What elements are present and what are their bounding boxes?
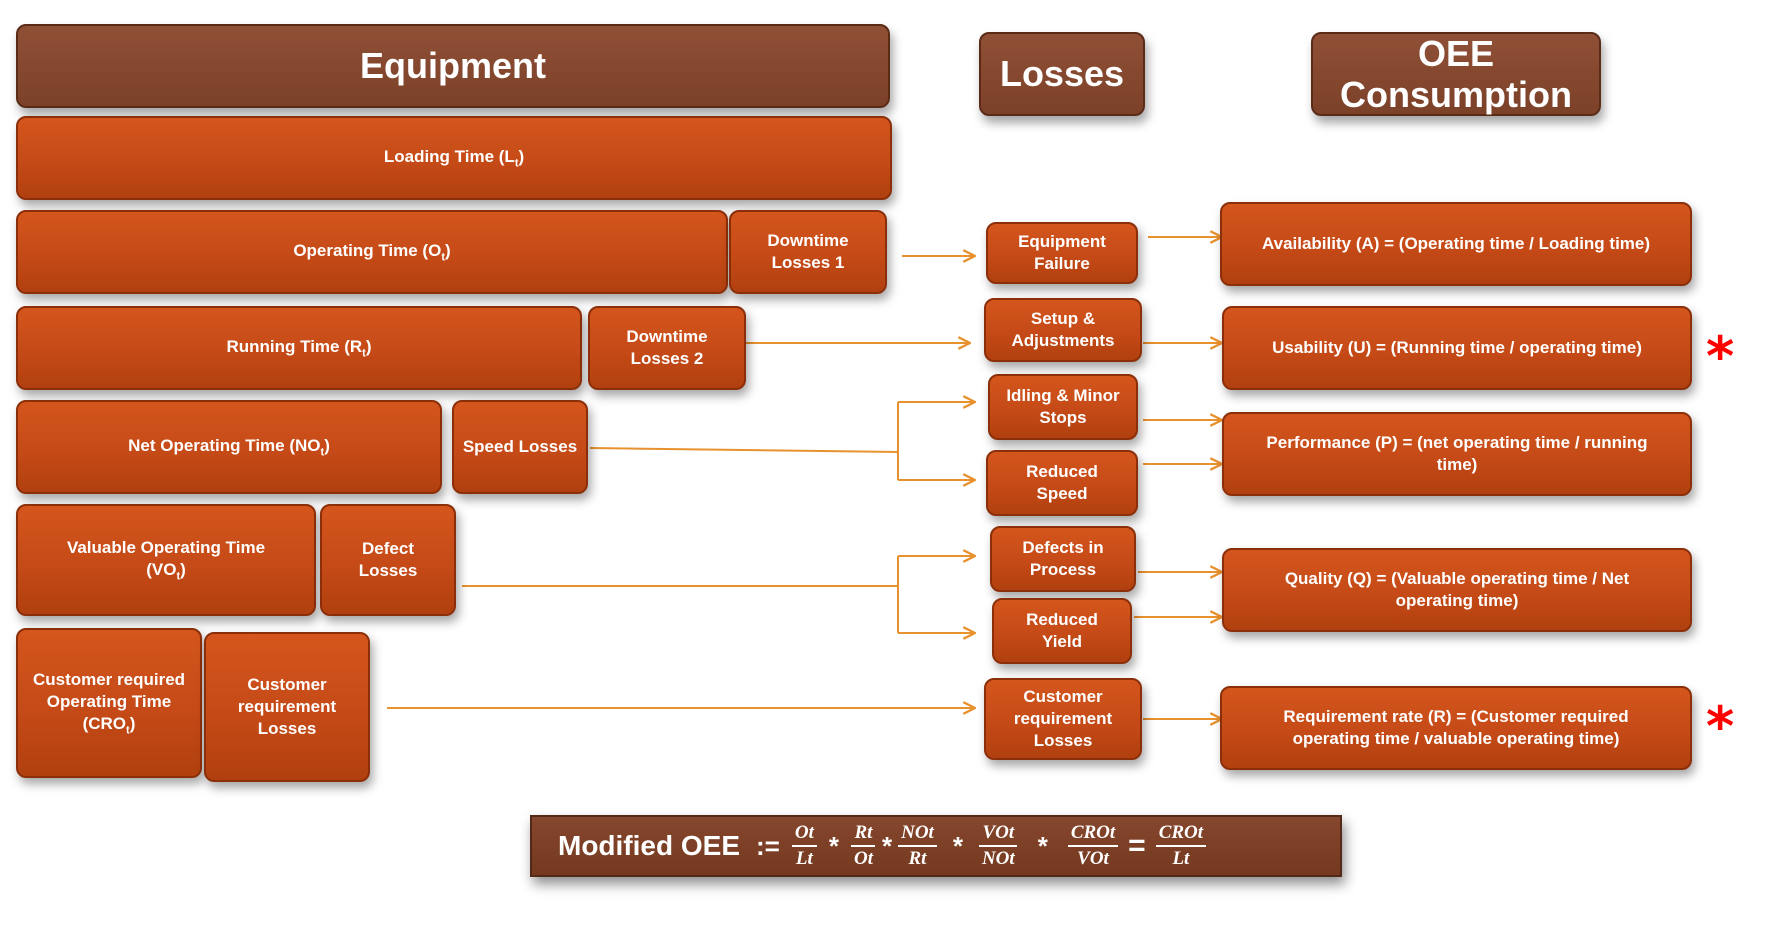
metric-usability: Usability (U) = (Running time / operatin…: [1222, 306, 1692, 390]
speed-losses-box: Speed Losses: [452, 400, 588, 494]
formula-label: Modified OEE: [558, 830, 740, 861]
running-time-box: Running Time (Rt): [16, 306, 582, 390]
metric-requirement-rate: Requirement rate (R) = (Customer require…: [1220, 686, 1692, 770]
customer-required-operating-time-label: Customer required Operating Time (CROt): [32, 669, 186, 737]
loss-equipment-failure: Equipment Failure: [986, 222, 1138, 284]
oee-consumption-header: OEE Consumption: [1311, 32, 1601, 116]
loss-reduced-speed: Reduced Speed: [986, 450, 1138, 516]
downtime-losses-2-box: Downtime Losses 2: [588, 306, 746, 390]
loss-reduced-yield: Reduced Yield: [992, 598, 1132, 664]
loss-defects-in-process: Defects in Process: [990, 526, 1136, 592]
loading-time-box: Loading Time (Lt): [16, 116, 892, 200]
metric-availability: Availability (A) = (Operating time / Loa…: [1220, 202, 1692, 286]
times-2: *: [881, 830, 893, 861]
loss-setup-adjustments: Setup & Adjustments: [984, 298, 1142, 362]
equipment-header: Equipment: [16, 24, 890, 108]
downtime-losses-1-box: Downtime Losses 1: [729, 210, 887, 294]
losses-header: Losses: [979, 32, 1145, 116]
line-speed-losses: [589, 447, 899, 453]
loss-idling-minor-stops: Idling & Minor Stops: [988, 374, 1138, 440]
net-operating-time-label: Net Operating Time (NOt): [128, 435, 330, 459]
net-operating-time-box: Net Operating Time (NOt): [16, 400, 442, 494]
formula-assign: :=: [756, 830, 780, 861]
customer-required-operating-time-box: Customer required Operating Time (CROt): [16, 628, 202, 778]
usability-flag-asterisk: *: [1706, 325, 1735, 388]
formula-equals: =: [1128, 829, 1146, 862]
valuable-operating-time-box: Valuable Operating Time (VOt): [16, 504, 316, 616]
loss-customer-requirement: Customer requirement Losses: [984, 678, 1142, 760]
metric-quality: Quality (Q) = (Valuable operating time /…: [1222, 548, 1692, 632]
times-3: *: [952, 830, 963, 861]
loading-time-label: Loading Time (Lt): [383, 146, 525, 170]
times-1: *: [828, 830, 839, 861]
requirement-rate-flag-asterisk: *: [1706, 695, 1735, 758]
operating-time-label: Operating Time (Ot): [293, 240, 451, 264]
customer-requirement-losses-box: Customer requirement Losses: [204, 632, 370, 782]
times-4: *: [1037, 830, 1048, 861]
running-time-label: Running Time (Rt): [226, 336, 372, 360]
metric-performance: Performance (P) = (net operating time / …: [1222, 412, 1692, 496]
valuable-operating-time-label: Valuable Operating Time (VOt): [66, 537, 266, 583]
operating-time-box: Operating Time (Ot): [16, 210, 728, 294]
defect-losses-box: Defect Losses: [320, 504, 456, 616]
